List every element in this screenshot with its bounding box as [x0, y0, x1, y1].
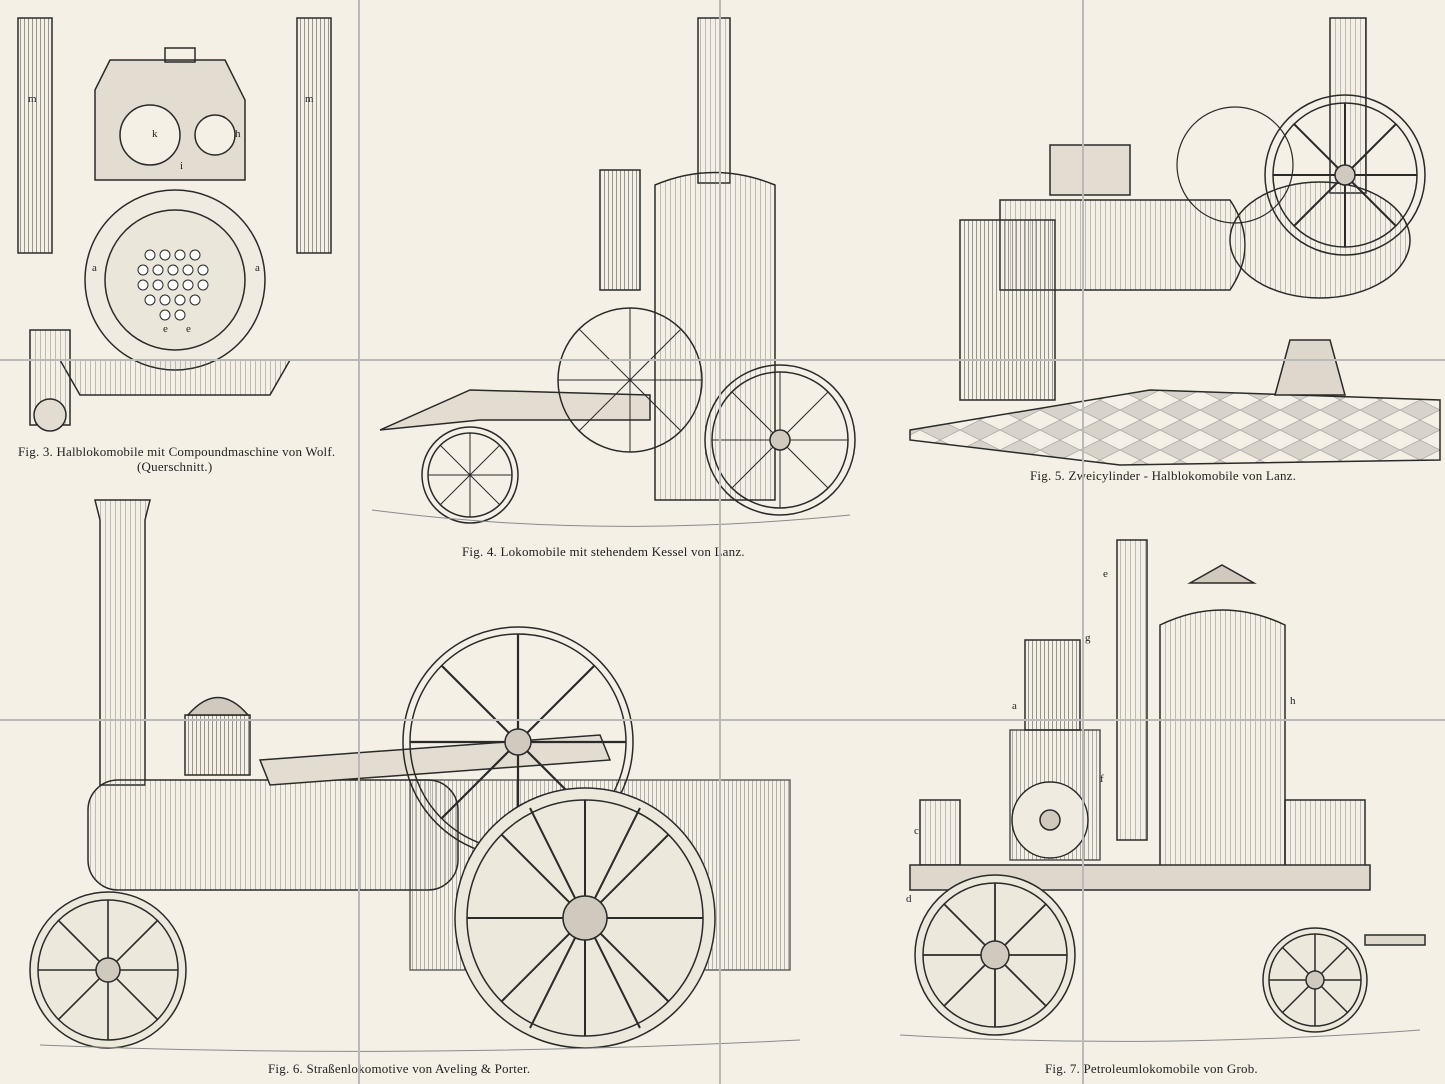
fig3-label-a-right: a [255, 262, 260, 274]
figure-6-drawing [29, 499, 801, 1052]
fig3-label-m-right: m [305, 93, 314, 105]
fig7-label-h: h [1290, 695, 1296, 707]
figure-3-caption: Fig. 3. Halblokomobile mit Compoundmasch… [18, 444, 336, 459]
fig7-label-g: g [1085, 632, 1091, 644]
fig3-label-e-left: e [163, 323, 168, 335]
fig7-label-a: a [1012, 700, 1017, 712]
figure-7-caption: Fig. 7. Petroleumlokomobile von Grob. [1045, 1061, 1258, 1076]
figure-3-drawing [17, 17, 332, 432]
fig3-label-a-left: a [92, 262, 97, 274]
fig3-label-k: k [152, 128, 158, 140]
fig3-label-e-right: e [186, 323, 191, 335]
figure-4-drawing [371, 17, 856, 527]
figure-5-caption: Fig. 5. Zweicylinder - Halblokomobile vo… [1030, 468, 1297, 483]
figure-7-drawing [899, 539, 1426, 1042]
tile-seam-horizontal-2 [0, 719, 1445, 721]
tile-seam-vertical-2 [719, 0, 721, 1084]
tile-seam-vertical-1 [358, 0, 360, 1084]
figure-6-caption: Fig. 6. Straßenlokomotive von Aveling & … [268, 1061, 531, 1076]
figure-4-caption: Fig. 4. Lokomobile mit stehendem Kessel … [462, 544, 745, 559]
figure-5-drawing [909, 17, 1441, 466]
fig3-label-i: i [180, 160, 184, 172]
fig3-label-m-left: m [28, 93, 37, 105]
fig3-label-h: h [235, 128, 241, 140]
figure-3-caption-subtitle: (Querschnitt.) [137, 459, 213, 474]
fig7-label-d: d [906, 893, 912, 905]
tile-seam-vertical-3 [1082, 0, 1084, 1084]
fig7-label-c: c [914, 825, 919, 837]
fig7-label-e: e [1103, 568, 1108, 580]
fig7-label-f: f [1100, 773, 1104, 785]
tile-seam-horizontal-1 [0, 359, 1445, 361]
